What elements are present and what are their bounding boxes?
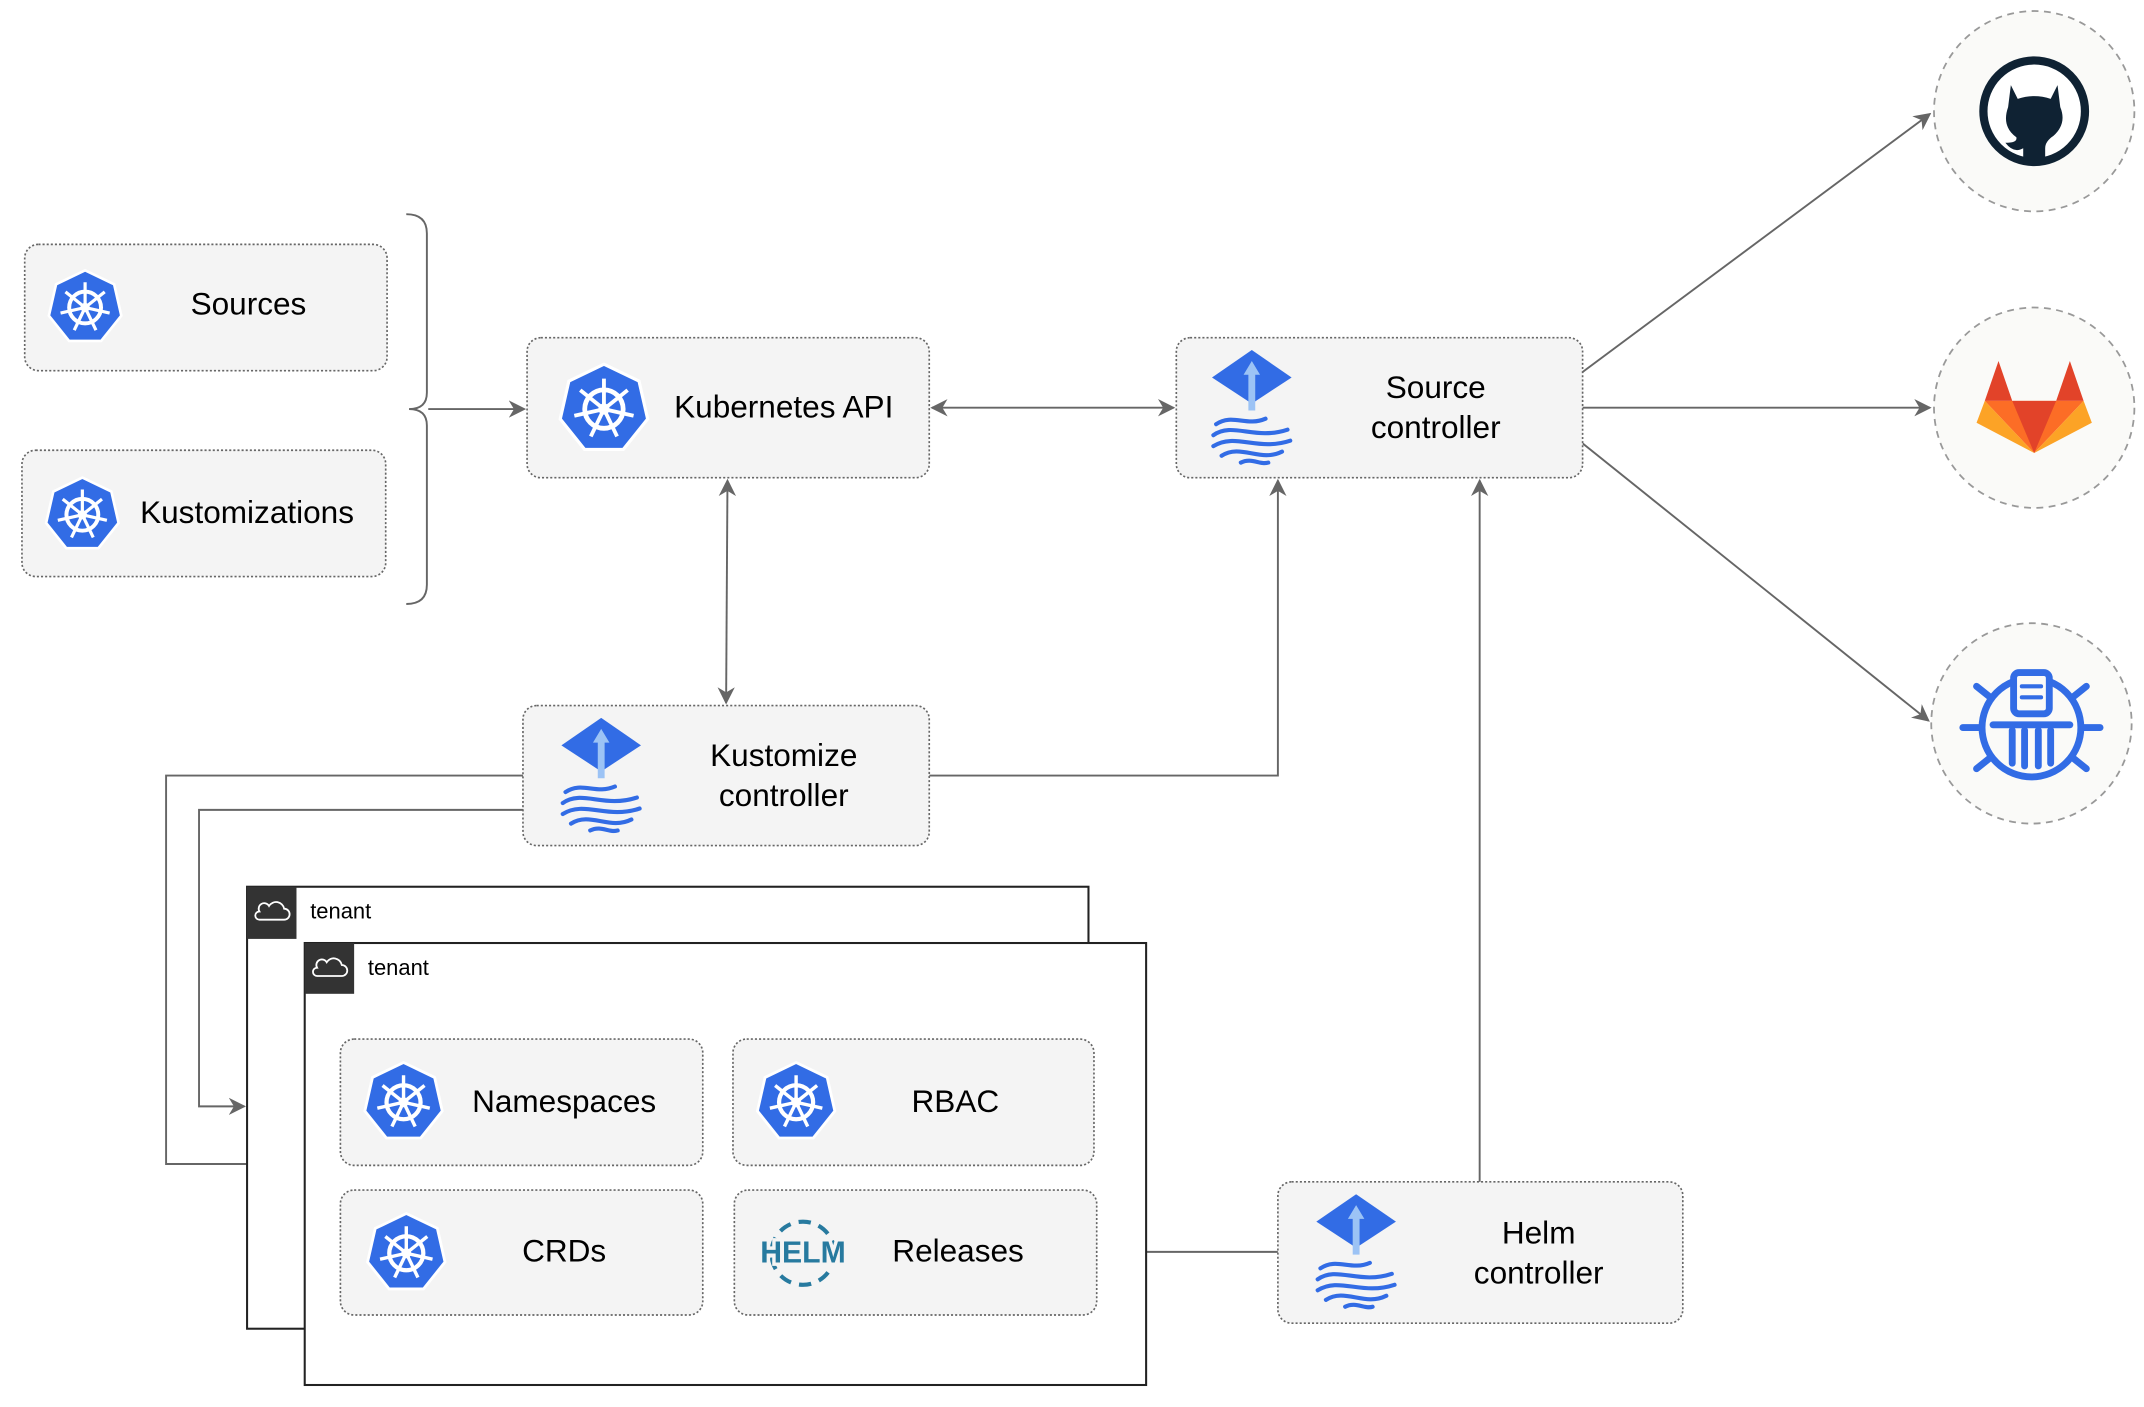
node-helm-controller[interactable]: Helm controller	[1277, 1181, 1684, 1325]
node-label-line2: controller	[719, 777, 849, 813]
edge-kustomize-to-source	[929, 478, 1287, 777]
external-github[interactable]	[1933, 10, 2136, 213]
cloud-icon	[254, 901, 291, 921]
gitlab-icon	[1976, 361, 2092, 454]
svg-text:HELM: HELM	[760, 1237, 846, 1270]
node-label-line1: Source	[1386, 369, 1486, 405]
node-label: RBAC	[912, 1083, 1000, 1119]
edges	[165, 112, 1932, 1261]
node-label-line2: controller	[1371, 409, 1501, 445]
node-label-line1: Kustomize	[710, 737, 857, 773]
node-label-line1: Helm	[1502, 1215, 1576, 1251]
node-rbac[interactable]: RBAC	[732, 1038, 1095, 1167]
tenant-label: tenant	[368, 955, 429, 980]
edge-api-kustomize-controller	[717, 478, 737, 705]
helm-icon: HELM	[757, 1219, 849, 1287]
tenant-label: tenant	[310, 899, 371, 924]
tenant-badge	[304, 943, 355, 994]
node-namespaces[interactable]: Namespaces	[339, 1038, 704, 1167]
node-label: Kustomizations	[140, 494, 354, 530]
edge-kustomize-to-tenant-front	[165, 774, 523, 1173]
cloud-icon	[312, 957, 349, 977]
external-gitlab[interactable]	[1933, 306, 2136, 509]
node-kustomize-controller[interactable]: Kustomize controller	[522, 704, 931, 847]
node-label: Sources	[191, 285, 307, 321]
external-bucket[interactable]	[1930, 622, 2133, 825]
node-label: Namespaces	[472, 1083, 656, 1119]
node-label: Releases	[892, 1233, 1024, 1269]
node-label: Kubernetes API	[674, 388, 893, 424]
bucket-icon	[1959, 669, 2104, 781]
edge-source-to-bucket	[1582, 442, 1930, 722]
edge-source-to-github	[1582, 112, 1932, 373]
node-releases[interactable]: HELM Releases	[733, 1189, 1098, 1316]
node-source-controller[interactable]: Source controller	[1175, 336, 1584, 479]
node-kustomizations[interactable]: Kustomizations	[21, 449, 387, 578]
grouping-brace	[406, 213, 428, 605]
node-crds[interactable]: CRDs	[339, 1189, 704, 1316]
node-sources[interactable]: Sources	[23, 243, 388, 372]
node-label-line2: controller	[1474, 1255, 1604, 1291]
github-icon	[1979, 56, 2090, 167]
node-kubernetes-api[interactable]: Kubernetes API	[526, 336, 931, 479]
tenant-front[interactable]: tenant Namespaces RBAC CRDs HELM Release…	[303, 941, 1148, 1387]
edge-kustomize-to-tenant-back	[198, 808, 523, 1116]
node-label: CRDs	[522, 1233, 606, 1269]
